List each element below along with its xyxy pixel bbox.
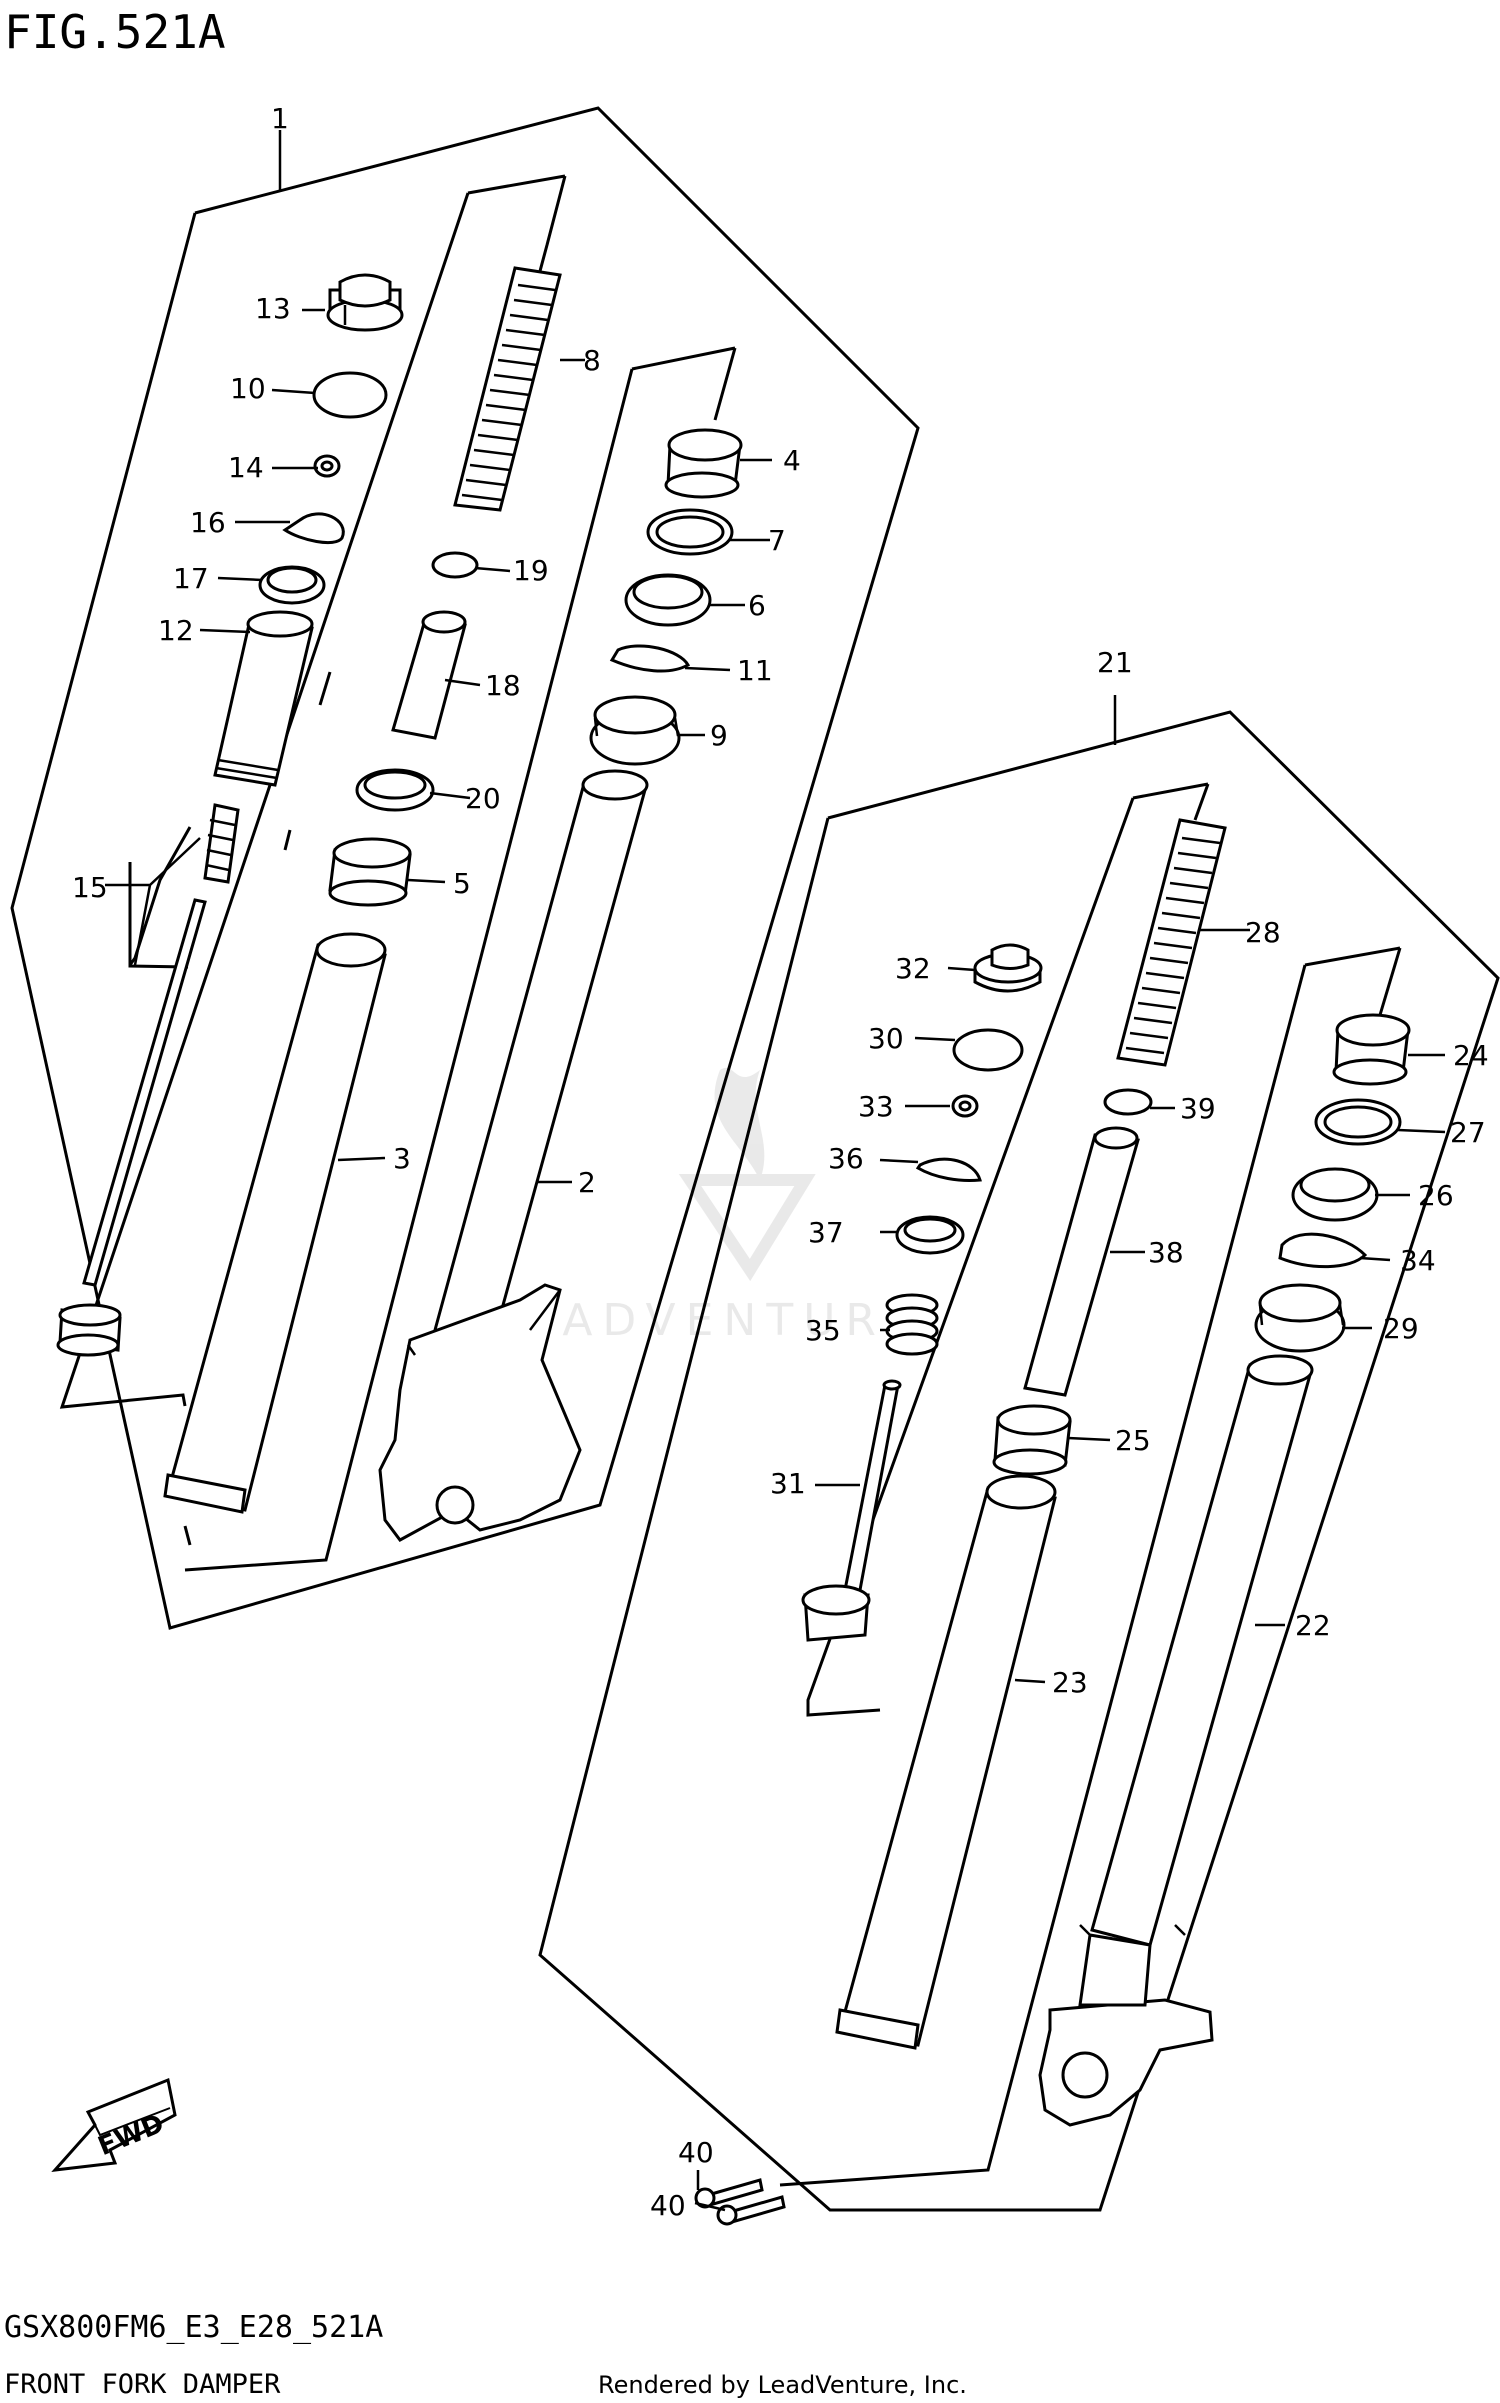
cylinder-12 (213, 610, 314, 787)
spacer-18 (391, 610, 467, 740)
callout-23: 23 (1052, 1666, 1088, 1699)
dust-seal-9 (589, 695, 681, 766)
outer-tube-22 (1038, 1354, 1314, 2127)
callout-22: 22 (1295, 1609, 1331, 1642)
callout-38: 38 (1148, 1236, 1184, 1269)
callout-9: 9 (710, 719, 728, 752)
snap-ring-34 (1278, 1232, 1368, 1269)
figure-title: FIG.521A (4, 5, 226, 59)
rendered-by-credit: Rendered by LeadVenture, Inc. (598, 2371, 967, 2399)
seal-17 (258, 565, 326, 605)
callout-15: 15 (72, 871, 108, 904)
washer-7 (646, 508, 734, 556)
clip-16 (282, 512, 345, 545)
callout-31: 31 (770, 1467, 806, 1500)
fork-spring-8 (453, 266, 562, 512)
callout-10: 10 (230, 372, 266, 405)
callout-20: 20 (465, 782, 501, 815)
clip-36 (915, 1157, 982, 1182)
dust-seal-29 (1254, 1283, 1346, 1353)
callout-33: 33 (858, 1090, 894, 1123)
fork-cap-bolt-13 (326, 273, 404, 332)
callout-18: 18 (485, 669, 521, 702)
callout-28: 28 (1245, 916, 1281, 949)
leader-lines (105, 130, 1446, 2212)
callout-40-upper: 40 (678, 2136, 714, 2169)
callout-26: 26 (1418, 1179, 1454, 1212)
fork-spring-28 (1116, 818, 1227, 1067)
damper-rod-31 (801, 1379, 902, 1642)
ring-20 (355, 768, 435, 812)
callout-27: 27 (1450, 1116, 1486, 1149)
callout-36: 36 (828, 1142, 864, 1175)
bolt-40-upper (694, 2178, 764, 2209)
washer-27 (1314, 1098, 1402, 1146)
bushing-25 (992, 1404, 1072, 1476)
oil-seal-6 (624, 573, 712, 627)
callout-19: 19 (513, 554, 549, 587)
callout-25: 25 (1115, 1424, 1151, 1457)
snap-ring-11 (609, 644, 691, 673)
damper-rod-15 (56, 803, 240, 1357)
callout-3: 3 (393, 1142, 411, 1175)
callout-11: 11 (737, 654, 773, 687)
callout-5: 5 (453, 867, 471, 900)
nut-33 (951, 1094, 979, 1118)
fwd-arrow-icon: FWD (51, 2077, 177, 2172)
callout-17: 17 (173, 562, 209, 595)
callout-1: 1 (271, 102, 289, 135)
callout-32: 32 (895, 952, 931, 985)
bushing-24 (1332, 1013, 1411, 1086)
callout-4: 4 (783, 444, 801, 477)
callout-21: 21 (1097, 646, 1133, 679)
o-ring-30 (952, 1028, 1024, 1072)
callout-7: 7 (768, 524, 786, 557)
callout-40-lower: 40 (650, 2189, 686, 2222)
figure-caption: FRONT FORK DAMPER (4, 2369, 281, 2400)
callout-13: 13 (255, 292, 291, 325)
model-code: GSX800FM6_E3_E28_521A (4, 2310, 383, 2345)
callout-24: 24 (1453, 1039, 1489, 1072)
callout-34: 34 (1400, 1244, 1436, 1277)
callout-12: 12 (158, 614, 194, 647)
callout-35: 35 (805, 1314, 841, 1347)
callout-37: 37 (808, 1216, 844, 1249)
spring-35 (885, 1293, 939, 1356)
callout-8: 8 (583, 344, 601, 377)
washer-19 (431, 551, 479, 579)
callout-30: 30 (868, 1022, 904, 1055)
callout-29: 29 (1383, 1312, 1419, 1345)
outer-tube-2 (378, 769, 649, 1542)
seal-37 (895, 1215, 965, 1255)
inner-tube-3 (163, 932, 387, 1514)
callout-2: 2 (578, 1166, 596, 1199)
fork-cap-bolt-32 (973, 943, 1043, 993)
callout-14: 14 (228, 451, 264, 484)
oil-seal-26 (1291, 1167, 1379, 1222)
callout-labels: 1 13 10 14 16 17 12 15 8 19 18 20 5 3 2 … (72, 102, 1489, 2222)
inner-tube-23 (835, 1474, 1057, 2050)
washer-39 (1103, 1088, 1153, 1116)
bushing-5 (328, 837, 412, 907)
o-ring-10 (312, 371, 388, 419)
callout-39: 39 (1180, 1092, 1216, 1125)
bushing-4 (664, 428, 743, 499)
assembly-21-outline (538, 710, 1500, 2212)
nut-14 (313, 454, 341, 478)
callout-16: 16 (190, 506, 226, 539)
callout-6: 6 (748, 589, 766, 622)
spacer-38 (1023, 1126, 1140, 1397)
